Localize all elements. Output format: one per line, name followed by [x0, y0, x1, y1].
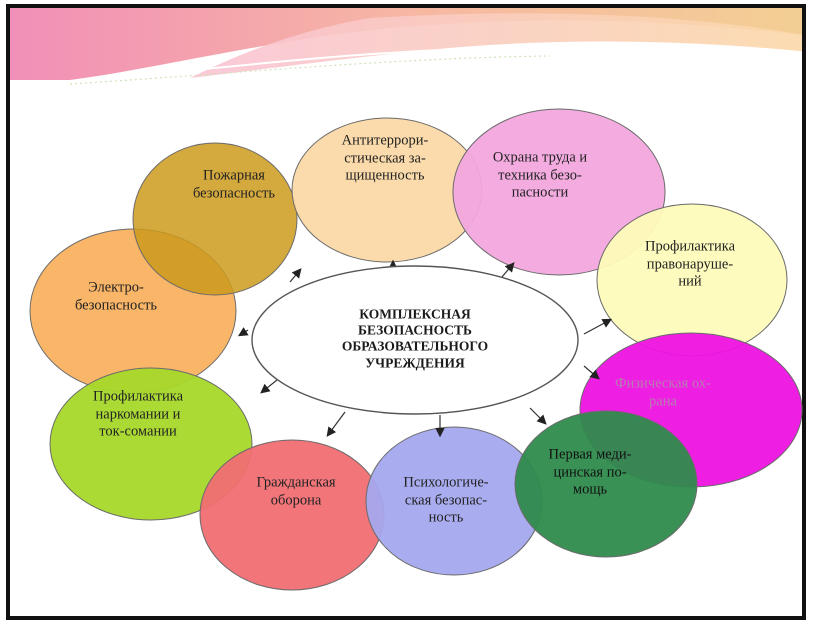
node-label-line: стическая за-: [344, 150, 426, 167]
node-label-line: Психологиче-: [403, 474, 489, 491]
arrow-to-drugs: [260, 379, 278, 394]
node-ellipse-drugs: [49, 367, 253, 521]
node-label-psych: Психологиче-ская безопас-ность: [403, 474, 488, 527]
center-line: УЧРЕЖДЕНИЯ: [365, 355, 465, 371]
node-label-line: Гражданская: [256, 474, 336, 491]
center-line: БЕЗОПАСНОСТЬ: [358, 322, 472, 338]
center-line: ОБРАЗОВАТЕЛЬНОГО: [341, 339, 489, 354]
arrow-to-physical: [583, 365, 600, 380]
node-ellipse-fire: [132, 142, 298, 296]
node-label-line: оборона: [270, 492, 322, 508]
node-label-line: Пожарная: [203, 167, 265, 184]
arrow-to-civil: [326, 411, 346, 437]
node-label-line: Профилактика: [644, 238, 736, 255]
slide-header-decoration: [10, 8, 802, 85]
node-label-line: Профилактика: [92, 388, 184, 405]
node-label-line: мощь: [572, 481, 608, 498]
node-label-line: пасности: [511, 184, 569, 201]
node-label-line: правонаруше-: [646, 256, 734, 273]
node-label-line: техника безо-: [498, 167, 582, 184]
node-label-line: ская безопас-: [404, 492, 488, 509]
node-ellipse-firstaid: [514, 410, 698, 558]
arrow-to-firstaid: [529, 407, 547, 425]
node-label-line: безопасность: [192, 185, 276, 201]
node-ellipse-civil: [199, 439, 385, 591]
node-label-electric: Электро-безопасность: [75, 279, 157, 314]
center-line: КОМПЛЕКСНАЯ: [359, 306, 471, 322]
arrow-to-offense: [583, 318, 613, 335]
node-label-line: рана: [649, 393, 677, 409]
node-label-line: Физическая ох-: [615, 375, 711, 392]
node-label-line: Антитеррори-: [341, 132, 429, 149]
node-label-line: Охрана труда и: [492, 149, 588, 166]
node-label-line: наркомании и: [95, 406, 181, 423]
arrow-to-electric: [237, 327, 249, 337]
node-label-line: Электро-: [88, 279, 144, 296]
arrow-to-fire: [289, 268, 302, 283]
node-label-line: ность: [428, 509, 464, 526]
node-label-line: ний: [678, 273, 702, 290]
node-label-line: Первая меди-: [548, 446, 632, 463]
node-ellipse-labor: [452, 108, 666, 276]
center-ellipse: [251, 265, 579, 415]
node-label-line: щищенность: [345, 167, 425, 184]
node-label-line: безопасность: [74, 297, 158, 313]
node-label-line: ток-сомании: [99, 423, 177, 440]
node-label-line: цинская по-: [553, 464, 627, 481]
node-label-antiterror: Антитеррори-стическая за-щищенность: [342, 132, 429, 185]
node-label-physical: Физическая ох-рана: [615, 375, 711, 410]
node-label-firstaid: Первая меди-цинская по-мощь: [549, 446, 632, 499]
center-label: КОМПЛЕКСНАЯ БЕЗОПАСНОСТЬ ОБРАЗОВАТЕЛЬНОГ…: [342, 307, 488, 372]
